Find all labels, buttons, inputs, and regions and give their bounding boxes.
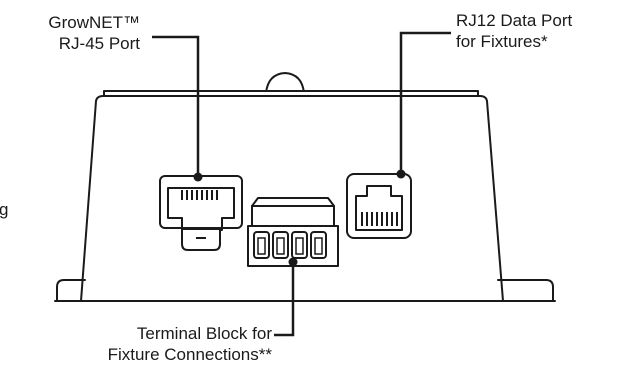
terminal-callout-dot xyxy=(288,257,298,267)
terminal-slot-inner xyxy=(257,237,323,255)
right-flange xyxy=(493,279,554,302)
rj12-port xyxy=(346,173,412,239)
rj45-callout-line xyxy=(152,35,200,177)
left-flange xyxy=(56,279,91,302)
cutoff-text-fragment: g xyxy=(0,200,9,219)
rj12-callout-dot xyxy=(396,169,406,179)
top-knob xyxy=(265,72,305,94)
rj12-label: RJ12 Data Port for Fixtures* xyxy=(456,10,572,52)
rj12-callout-line xyxy=(399,31,451,174)
rj12-label-line2: for Fixtures* xyxy=(456,32,548,51)
terminal-slots xyxy=(253,231,327,259)
terminal-label: Terminal Block for Fixture Connections** xyxy=(10,323,272,365)
rj45-port xyxy=(159,175,243,251)
terminal-label-line1: Terminal Block for xyxy=(136,324,272,343)
rj45-label: GrowNET™ RJ-45 Port xyxy=(20,12,140,54)
rj12-contacts xyxy=(361,212,398,226)
rj12-label-line1: RJ12 Data Port xyxy=(456,11,573,30)
terminal-label-line2: Fixture Connections** xyxy=(107,345,272,364)
rj45-callout-dot xyxy=(193,172,203,182)
rj45-contacts xyxy=(181,190,218,200)
rj45-label-line1: GrowNET™ xyxy=(48,13,140,32)
terminal-callout-line xyxy=(274,260,295,337)
rj45-label-line2: RJ-45 Port xyxy=(58,34,140,53)
